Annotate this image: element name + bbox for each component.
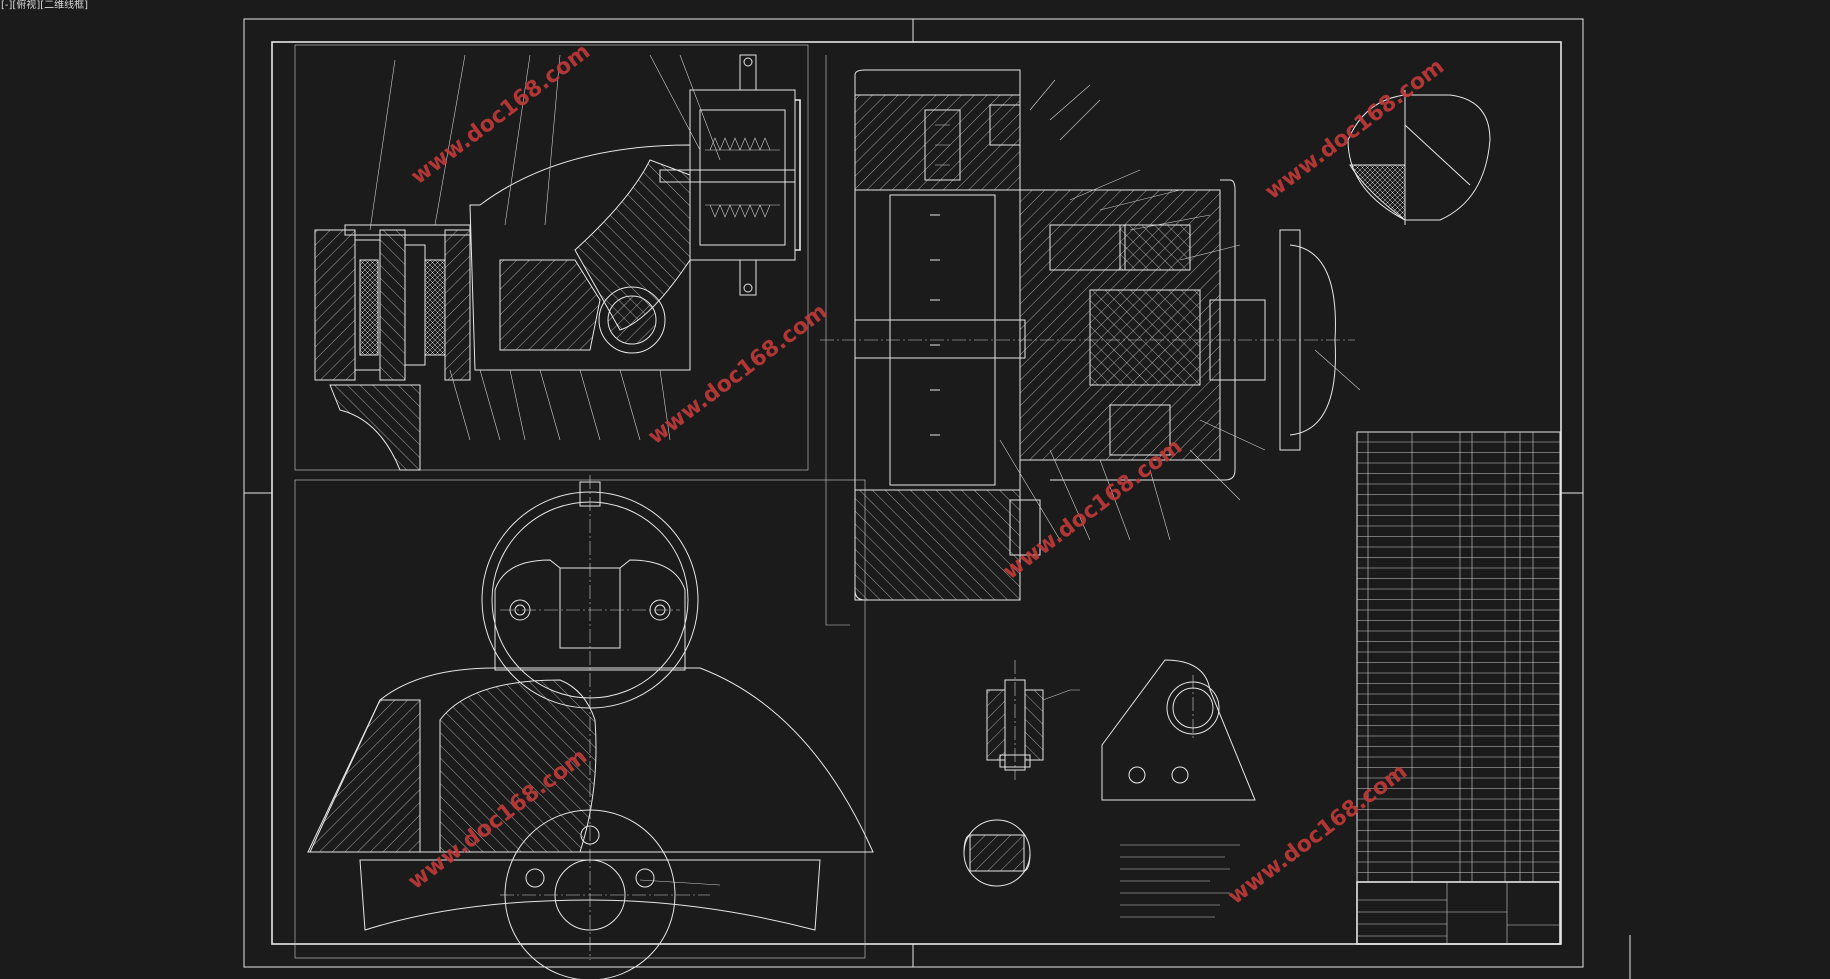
watermark-1: www.doc168.com: [407, 39, 595, 190]
visual-style-label[interactable]: 二维线框: [44, 0, 85, 11]
viewport-controls: [-][俯视][二维线框]: [0, 0, 89, 12]
section-view-top-right: [820, 55, 1361, 626]
watermark-6: www.doc168.com: [1224, 759, 1412, 910]
title-block: [1356, 881, 1561, 945]
technical-notes: [1120, 844, 1240, 918]
section-view-top-left: [294, 44, 809, 471]
view-direction-label[interactable]: 俯视: [16, 0, 37, 11]
parts-list-table: [1356, 431, 1561, 883]
elevation-view-bottom-left: [294, 475, 874, 979]
viewport-controls-close: ]: [84, 0, 89, 11]
watermark-2: www.doc168.com: [1261, 54, 1449, 205]
watermark-3: www.doc168.com: [644, 299, 832, 450]
detail-view-rounded: [1347, 90, 1491, 225]
drawing-border: [243, 18, 1631, 979]
viewport-controls-sep: ][: [36, 0, 45, 11]
detail-view-bolt: [986, 660, 1080, 780]
viewport-controls-open[interactable]: [-][: [1, 0, 17, 11]
detail-view-bracket: [1101, 659, 1256, 801]
detail-view-shaft-section: [963, 819, 1031, 887]
